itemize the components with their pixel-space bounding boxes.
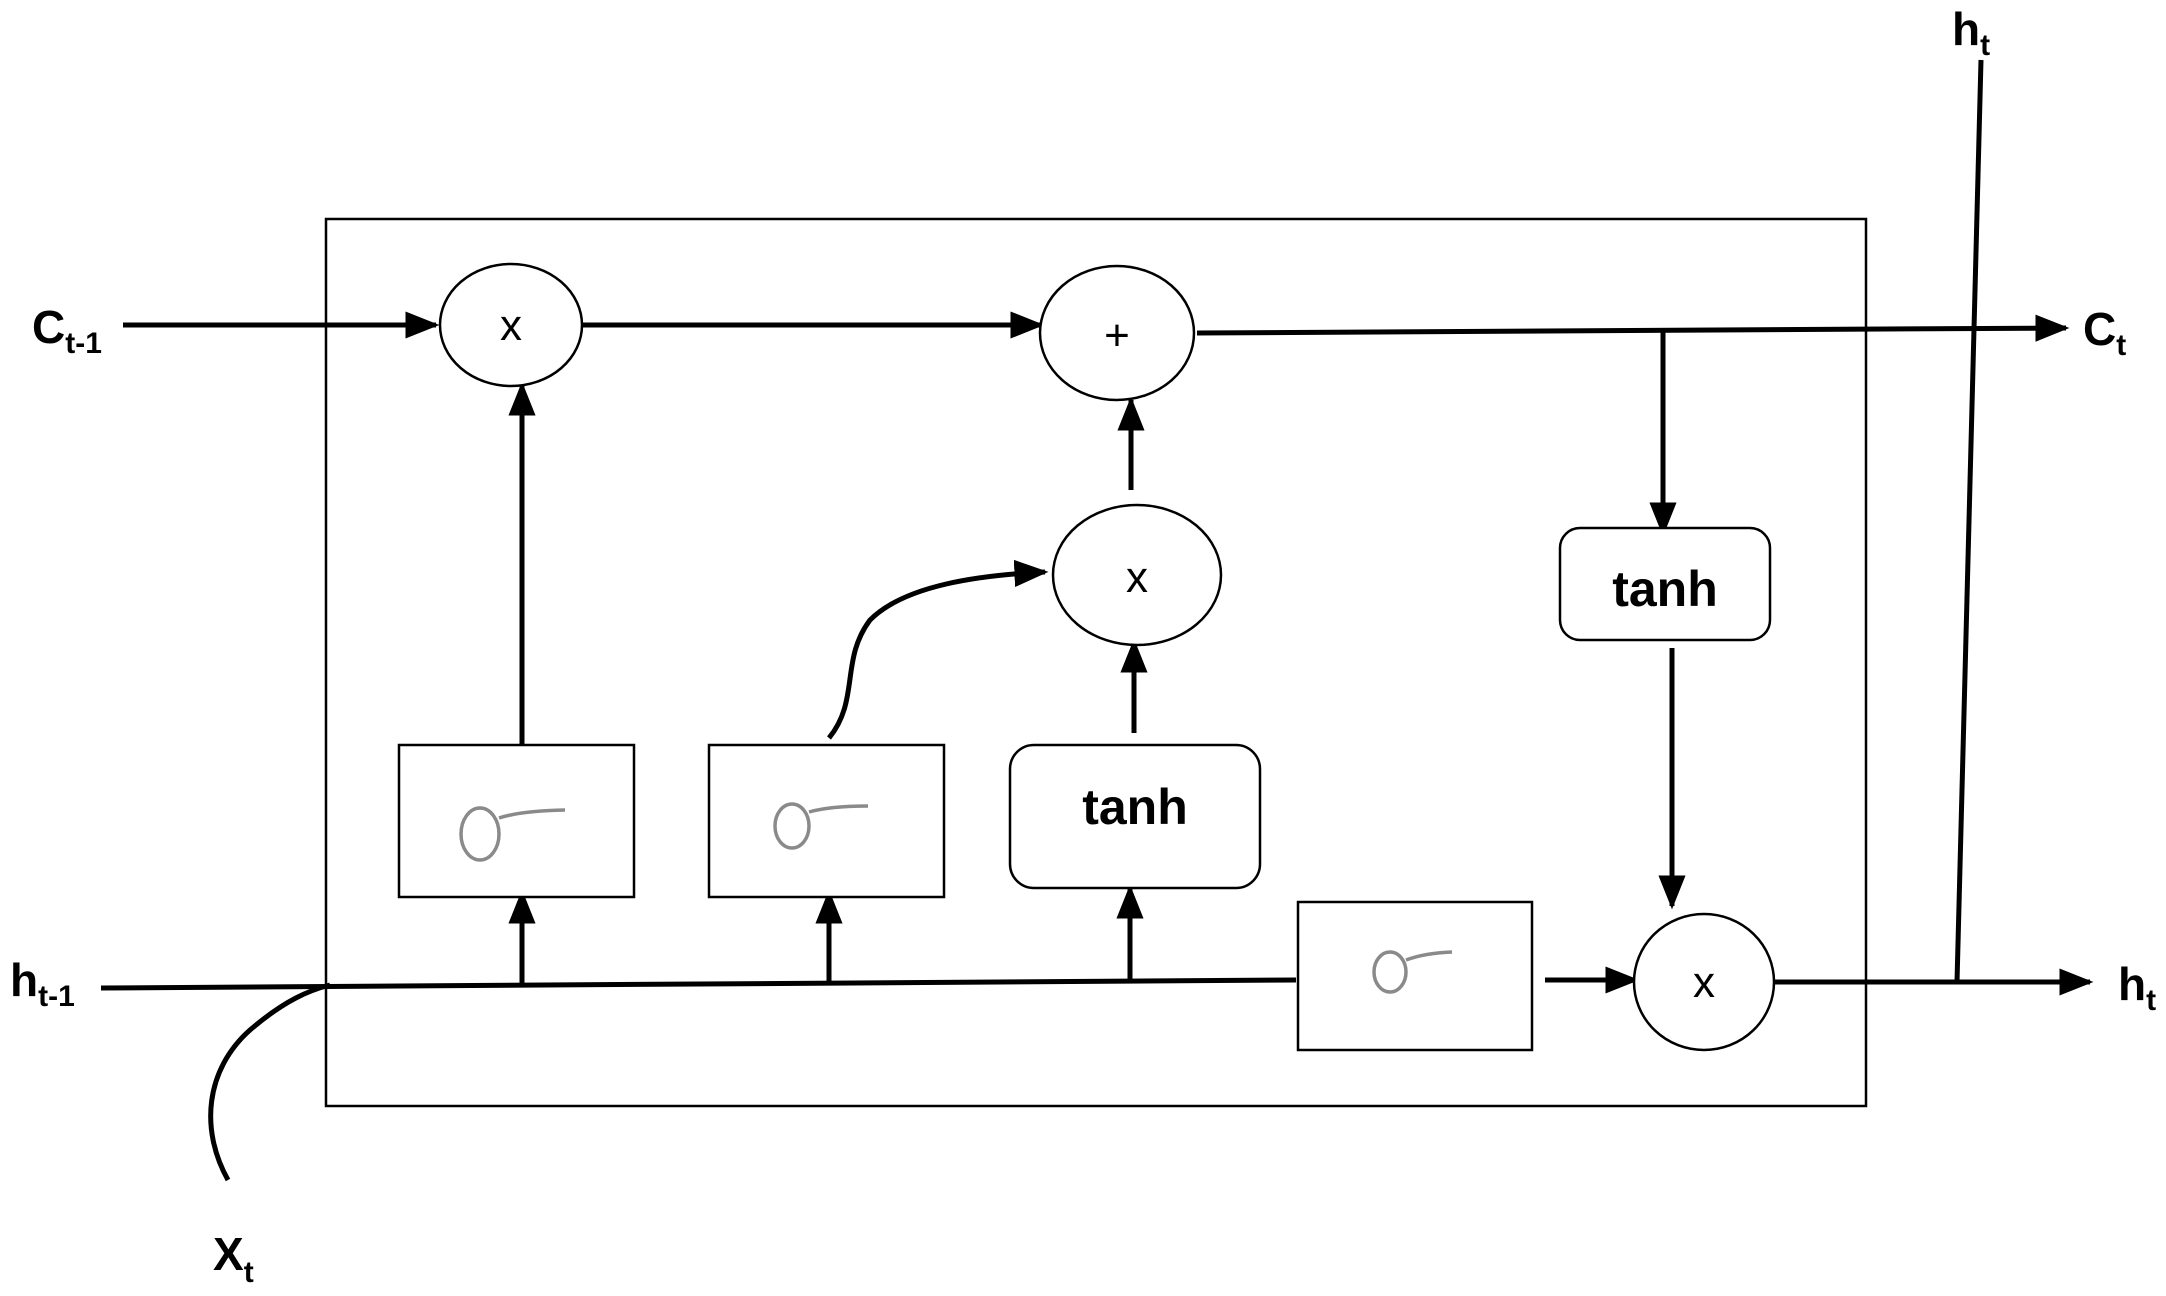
cell-add-node: +	[1038, 264, 1196, 402]
forget-multiply-node: x	[438, 262, 584, 388]
forget-sigma-gate	[397, 743, 636, 899]
hidden-state-up-wire	[1954, 59, 1984, 983]
cell-state-out-wire	[1196, 314, 2070, 342]
cell-add-label: +	[1104, 311, 1130, 360]
input-x-label: Xt	[213, 1228, 254, 1289]
cell-state-out-label: Ct	[2083, 303, 2126, 362]
input-multiply-node: x	[1051, 503, 1223, 647]
forget-multiply-label: x	[500, 301, 522, 350]
sigma-symbol-icon	[1372, 950, 1453, 994]
hidden-state-bus	[100, 977, 1297, 991]
cell-tanh-label: tanh	[1612, 561, 1718, 617]
input-x-wire	[208, 982, 331, 1182]
hidden-state-out-label: ht	[2118, 958, 2156, 1017]
tanh-candidate-gate: tanh	[1008, 743, 1262, 890]
input-sigma-gate	[707, 743, 946, 899]
tanh-candidate-label: tanh	[1082, 779, 1188, 835]
sigma-symbol-icon	[459, 806, 566, 862]
cell-state-prev-label: Ct-1	[32, 301, 102, 360]
hidden-state-top-label: ht	[1952, 3, 1990, 62]
sigma2-to-input-multiply-wire	[827, 559, 1049, 740]
sigma-symbol-icon	[773, 802, 869, 850]
output-multiply-label: x	[1693, 958, 1715, 1007]
output-sigma-gate	[1296, 900, 1534, 1052]
cell-boundary	[324, 217, 1868, 1108]
cell-tanh-gate: tanh	[1558, 526, 1772, 642]
hidden-state-prev-label: ht-1	[10, 954, 75, 1013]
input-multiply-label: x	[1126, 553, 1148, 602]
output-multiply-node: x	[1632, 912, 1776, 1052]
